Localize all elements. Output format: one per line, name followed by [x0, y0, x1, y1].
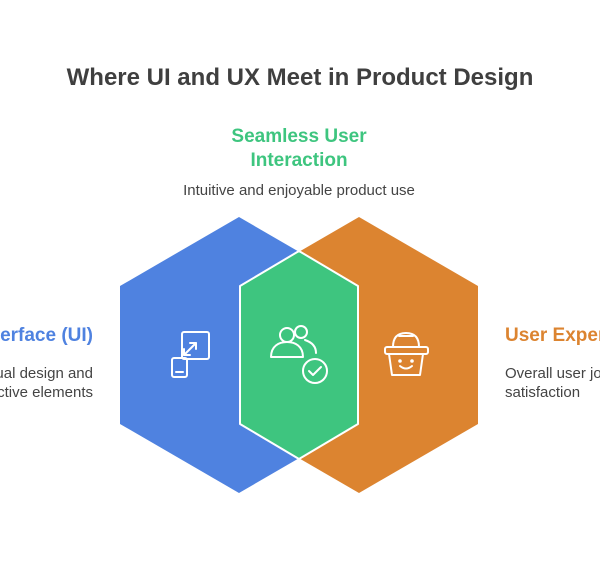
overlap-title-line-1: Seamless User: [231, 126, 367, 147]
overlap-description: Intuitive and enjoyable product use: [183, 182, 415, 199]
ui-description: ual design and ctive elements: [0, 364, 93, 402]
user-group-check-icon: [270, 325, 328, 384]
ui-title: erface (UI): [0, 325, 93, 346]
diagram-title: Where UI and UX Meet in Product Design: [66, 64, 534, 91]
smiling-basket-icon: [384, 332, 429, 376]
ui-description-line-2: ctive elements: [0, 384, 93, 401]
resize-device-icon: [171, 331, 210, 378]
overlap-title-line-2: Interaction: [250, 150, 348, 171]
ui-description-line-1: ual design and: [0, 365, 93, 382]
ux-title: User Exper: [505, 325, 600, 346]
overlap-hexagon: [239, 250, 359, 460]
ux-description-line-1: Overall user jo: [505, 365, 600, 382]
ux-description: Overall user jo satisfaction: [505, 364, 600, 402]
overlap-title: Seamless User Interaction: [199, 125, 399, 173]
ux-description-line-2: satisfaction: [505, 384, 581, 401]
